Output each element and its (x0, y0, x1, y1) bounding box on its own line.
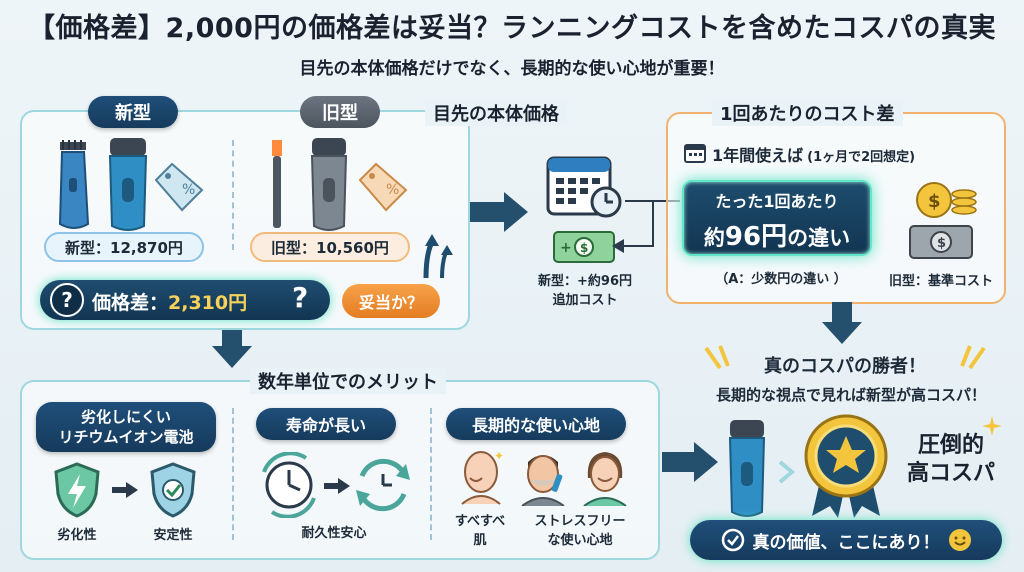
man-shaving-icon (521, 455, 565, 506)
question-mark: ? (61, 288, 73, 312)
cost-panel-heading: 1回あたりのコスト差 (712, 100, 903, 126)
svg-text:$: $ (928, 191, 941, 212)
page-title: 【価格差】2,000円の価格差は妥当？ランニングコストを含めたコスパの真実 (28, 13, 996, 44)
price-panel-heading: 目先の本体価格 (425, 100, 567, 126)
svg-text:✦: ✦ (494, 449, 504, 463)
winner-footer: 真の価値、ここにあり！ (690, 520, 1002, 560)
winner-footer-text: 真の価値、ここにあり！ (752, 532, 940, 553)
coins-icon: $ (916, 182, 977, 218)
winner-title: 真のコスパの勝者！ (764, 356, 926, 377)
spark-left-icon (704, 345, 730, 370)
new-cost-text: 新型：+約96円 追加コスト (530, 270, 640, 308)
calendar-small-icon (684, 144, 706, 163)
battery-title-line2: リチウムイオン電池 (58, 428, 194, 446)
price-tag-orange-icon: % (358, 162, 408, 212)
right-arrow-icon (470, 192, 528, 232)
smile-emoji-icon (948, 529, 971, 551)
merit-divider-1 (232, 408, 234, 540)
new-model-label: 新型 (88, 96, 178, 128)
new-cost-line1: 新型：+約96円 (538, 274, 632, 289)
question-mark-large: ? (292, 281, 309, 314)
check-shield-icon (150, 462, 196, 518)
winner-badge-line1: 圧倒的 (917, 433, 984, 458)
connector-line-vertical (652, 200, 654, 246)
year-usage-text: 1年間使えば (1ヶ月で2回想定) (712, 142, 915, 166)
comfort-title: 長期的な使い心地 (446, 408, 626, 440)
calendar-icon (546, 156, 622, 218)
new-price-badge: 新型：12,870円 (44, 232, 204, 262)
glow-line2-suffix: の違い (787, 226, 851, 250)
connector-line-bottom (620, 245, 654, 247)
cost-note: （A：少数円の違い ） (715, 272, 847, 287)
check-circle-icon (721, 528, 744, 552)
year-note: (1ヶ月で2回想定) (807, 150, 916, 165)
model-divider (232, 140, 234, 250)
svg-text:%: % (182, 182, 195, 198)
cash-icon: $ (909, 225, 973, 259)
glow-line2-value: 96円 (724, 222, 788, 252)
comfort-caption-1: すべすべ 肌 (440, 510, 520, 548)
merit-panel-heading: 数年単位でのメリット (250, 368, 446, 394)
battery-title-line1: 劣化しにくい (81, 408, 171, 426)
comfort-caption-2-line1: ストレスフリー (534, 514, 626, 529)
life-title: 寿命が長い (256, 408, 396, 440)
svg-text:%: % (386, 182, 399, 198)
down-arrow-icon (822, 302, 862, 344)
battery-title: 劣化しにくい リチウムイオン電池 (36, 402, 216, 452)
svg-text:$: $ (937, 236, 946, 251)
price-diff-value: 2,310円 (168, 291, 248, 314)
arrow-right-life-icon (324, 478, 350, 494)
comfort-caption-1-line2: 肌 (473, 533, 487, 548)
old-cost-text: 旧型：基準コスト (888, 274, 993, 289)
smooth-skin-face-icon: ✦ (461, 449, 504, 505)
comfort-caption-2-line2: な使い心地 (547, 533, 613, 548)
arrow-right-small-icon (112, 482, 138, 498)
up-arrow-icon (423, 234, 453, 279)
merit-divider-2 (430, 408, 432, 540)
price-diff-text: 価格差： 2,310円 (92, 286, 247, 316)
price-tag-icon: % (154, 162, 204, 212)
winner-subtitle: 長期的な視点で見れば新型が高コスパ！ (715, 386, 986, 404)
svg-text:$: $ (580, 241, 588, 255)
spark-right-icon (960, 345, 986, 370)
battery-from-label: 劣化性 (57, 528, 97, 543)
valid-badge: 妥当か？ (342, 284, 440, 318)
comfort-caption-2: ストレスフリー な使い心地 (520, 510, 640, 548)
old-shaver-icon (310, 138, 348, 231)
price-diff-label: 価格差： (92, 291, 169, 314)
price-diff-bar (40, 280, 330, 320)
refresh-clock-icon (356, 458, 410, 512)
question-circle-icon: ? (50, 283, 84, 317)
down-arrow-price-icon (212, 330, 252, 368)
glow-line2-prefix: 約 (703, 226, 725, 250)
new-cost-line2: 追加コスト (552, 293, 618, 308)
chevron-right-icon (778, 460, 796, 484)
winner-shaver-icon (728, 420, 766, 517)
svg-text:+: + (560, 240, 572, 256)
money-bill-icon: $ + (553, 231, 615, 263)
right-arrow-winner-icon (662, 442, 718, 482)
trimmer-icon (58, 140, 90, 229)
clock-icon (262, 452, 316, 518)
battery-to-label: 安定性 (153, 528, 193, 543)
comfort-caption-1-line1: すべすべ (454, 514, 506, 529)
glow-line1: たった1回あたり (715, 192, 839, 211)
award-medal-icon (804, 414, 888, 518)
old-model-label: 旧型 (300, 96, 380, 128)
page-subtitle: 目先の本体価格だけでなく、長期的な使い心地が重要！ (299, 59, 725, 79)
lightning-shield-icon (54, 462, 100, 518)
old-price-badge: 旧型：10,560円 (250, 232, 410, 262)
glow-line2: 約96円の違い (684, 216, 870, 253)
shaver-icon (108, 138, 148, 231)
sparkle-icon (982, 416, 1002, 436)
per-use-highlight: たった1回あたり 約96円の違い (682, 180, 872, 256)
woman-smiling-icon (583, 452, 627, 506)
year-label: 1年間使えば (712, 146, 804, 165)
toothbrush-trimmer-icon (272, 140, 282, 228)
winner-badge-text: 圧倒的 高コスパ (888, 432, 1014, 488)
life-caption: 耐久性安心 (301, 526, 367, 541)
winner-badge-line2: 高コスパ (906, 461, 995, 486)
connector-arrowhead (612, 239, 624, 253)
